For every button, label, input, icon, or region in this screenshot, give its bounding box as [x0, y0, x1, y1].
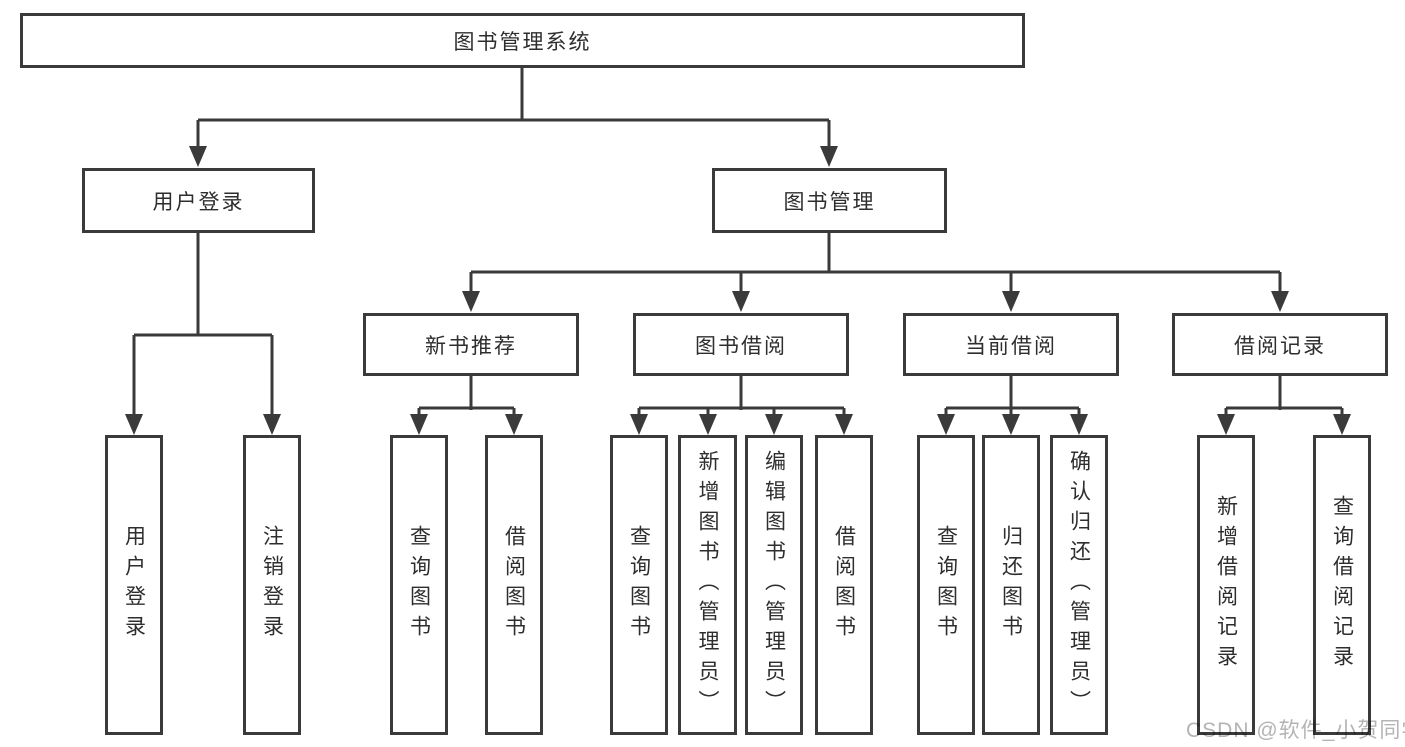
node-leaf-logout: 注销登录: [243, 435, 301, 735]
node-leaf-edit-books-admin: 编辑图书（管理员）: [745, 435, 803, 735]
node-label: 编辑图书（管理员）: [762, 450, 786, 720]
node-leaf-query-books-borrowing: 查询图书: [610, 435, 668, 735]
arrowhead-icon: [125, 414, 143, 435]
arrowhead-icon: [1002, 414, 1020, 435]
node-leaf-confirm-return-admin: 确认归还（管理员）: [1050, 435, 1108, 735]
arrowhead-icon: [1333, 414, 1351, 435]
node-label: 查询图书: [407, 525, 431, 645]
node-leaf-user-login: 用户登录: [105, 435, 163, 735]
node-label: 图书借阅: [695, 334, 787, 358]
arrowhead-icon: [1002, 291, 1020, 312]
tree-edges: [132, 68, 1344, 418]
node-leaf-query-books-current: 查询图书: [917, 435, 975, 735]
arrowhead-icon: [937, 414, 955, 435]
arrowhead-icon: [462, 291, 480, 312]
arrowhead-icon: [699, 414, 717, 435]
node-new-book-recommend: 新书推荐: [363, 313, 579, 376]
node-user-login: 用户登录: [82, 168, 315, 233]
arrowhead-icon: [263, 414, 281, 435]
arrowhead-icon: [630, 414, 648, 435]
node-book-borrowing: 图书借阅: [633, 313, 849, 376]
node-label: 归还图书: [999, 525, 1023, 645]
arrowhead-icon: [505, 414, 523, 435]
node-borrowing-records: 借阅记录: [1172, 313, 1388, 376]
node-label: 查询图书: [627, 525, 651, 645]
arrowhead-icon: [1217, 414, 1235, 435]
arrowheads: [125, 146, 1351, 435]
arrowhead-icon: [410, 414, 428, 435]
arrowhead-icon: [835, 414, 853, 435]
node-label: 新增图书（管理员）: [696, 450, 719, 720]
node-leaf-borrow-books-recommend: 借阅图书: [485, 435, 543, 735]
connector-paths: [132, 68, 1344, 418]
node-label: 新增借阅记录: [1214, 495, 1238, 675]
node-label: 新书推荐: [425, 334, 517, 358]
node-label: 确认归还（管理员）: [1067, 450, 1091, 720]
node-leaf-add-books-admin: 新增图书（管理员）: [678, 435, 737, 735]
node-label: 用户登录: [122, 525, 146, 645]
node-leaf-query-borrow-record: 查询借阅记录: [1313, 435, 1371, 735]
node-label: 图书管理系统: [453, 30, 592, 54]
node-label: 查询借阅记录: [1330, 495, 1354, 675]
arrowhead-icon: [1271, 291, 1289, 312]
arrowhead-icon: [1070, 414, 1088, 435]
node-label: 查询图书: [934, 525, 958, 645]
node-label: 图书管理: [783, 190, 876, 214]
node-leaf-borrow-books-borrowing: 借阅图书: [815, 435, 873, 735]
arrowhead-icon: [189, 146, 207, 167]
node-leaf-query-books-recommend: 查询图书: [390, 435, 448, 735]
node-current-borrowing: 当前借阅: [903, 313, 1119, 376]
arrowhead-icon: [765, 414, 783, 435]
arrowhead-icon: [820, 146, 838, 167]
node-label: 当前借阅: [965, 334, 1057, 358]
node-library-management-system: 图书管理系统: [20, 13, 1025, 68]
node-label: 用户登录: [152, 190, 245, 214]
node-label: 注销登录: [260, 525, 284, 645]
node-label: 借阅图书: [502, 525, 526, 645]
node-leaf-add-borrow-record: 新增借阅记录: [1197, 435, 1255, 735]
node-book-management: 图书管理: [712, 168, 947, 233]
node-leaf-return-books: 归还图书: [982, 435, 1040, 735]
node-label: 借阅图书: [832, 525, 856, 645]
csdn-watermark: CSDN @软件_小贺同学: [1186, 719, 1405, 742]
arrowhead-icon: [732, 291, 750, 312]
node-label: 借阅记录: [1234, 334, 1326, 358]
